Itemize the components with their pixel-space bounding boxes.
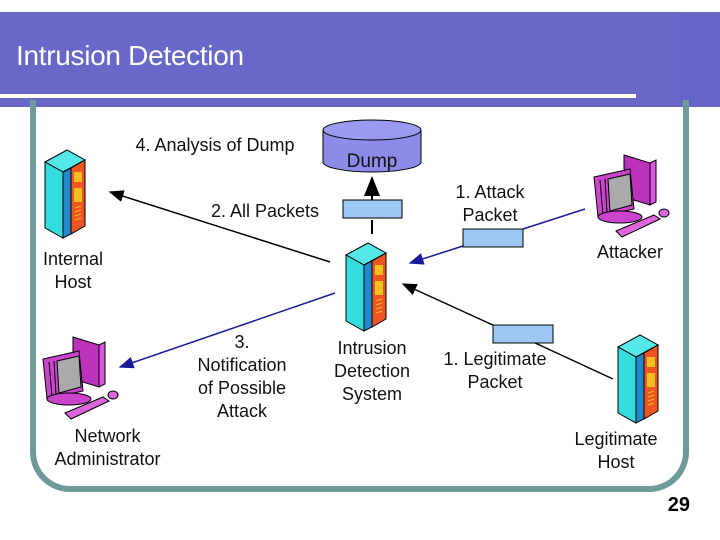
edge-all-packets-arrow xyxy=(108,190,331,263)
legitimate-packet-line1: 1. Legitimate xyxy=(443,349,547,369)
page-number: 29 xyxy=(667,494,690,516)
ids-server-icon xyxy=(345,242,387,332)
edge-legit-line xyxy=(532,341,614,380)
ids-line3: System xyxy=(341,384,402,404)
title-underline xyxy=(0,94,636,98)
edge-notification-arrow xyxy=(118,292,336,369)
network-admin-computer-icon xyxy=(42,336,119,420)
analysis-of-dump-label: 4. Analysis of Dump xyxy=(135,135,295,155)
legitimate-packet-line2: Packet xyxy=(467,372,523,392)
internal-host-label: Internal Host xyxy=(25,248,121,294)
legitimate-host-label: Legitimate Host xyxy=(560,428,672,474)
notification-line4: Attack xyxy=(216,401,268,421)
packet-attack xyxy=(462,228,524,248)
packet-ids-dump xyxy=(342,199,403,219)
internal-host-server-icon xyxy=(44,149,86,239)
internal-host-line1: Internal xyxy=(42,249,104,269)
all-packets-label: 2. All Packets xyxy=(210,201,320,221)
dump-label: Dump xyxy=(346,151,398,172)
content-frame xyxy=(30,100,689,492)
legitimate-packet-label: 1. Legitimate Packet xyxy=(425,348,565,394)
legitimate-host-line2: Host xyxy=(597,452,635,472)
ids-label: Intrusion Detection System xyxy=(316,337,428,406)
attacker-label: Attacker xyxy=(596,242,664,262)
network-admin-line1: Network xyxy=(74,426,141,446)
ids-line2: Detection xyxy=(333,361,411,381)
network-admin-line2: Administrator xyxy=(54,449,161,469)
internal-host-line2: Host xyxy=(54,272,92,292)
title-bar xyxy=(0,12,720,107)
packet-legit xyxy=(492,324,554,344)
notification-line2: Notification xyxy=(197,355,287,375)
attack-packet-line2: Packet xyxy=(462,205,518,225)
attacker-computer-icon xyxy=(593,154,670,238)
attack-packet-line1: 1. Attack xyxy=(455,182,525,202)
edge-legit-arrow xyxy=(401,283,496,327)
legitimate-host-server-icon xyxy=(617,334,659,424)
network-admin-label: Network Administrator xyxy=(40,425,175,471)
notification-line3: of Possible xyxy=(197,378,287,398)
edge-attack-line xyxy=(522,208,586,230)
dump-database-icon xyxy=(322,119,422,173)
legitimate-host-line1: Legitimate xyxy=(574,429,658,449)
attack-packet-label: 1. Attack Packet xyxy=(430,181,550,227)
edge-attack-arrow xyxy=(408,245,464,265)
title-bar-extension xyxy=(680,12,720,107)
ids-line1: Intrusion xyxy=(337,338,407,358)
notification-label: 3. Notification of Possible Attack xyxy=(182,331,302,423)
slide-title: Intrusion Detection xyxy=(16,40,244,71)
notification-line1: 3. xyxy=(234,332,250,352)
